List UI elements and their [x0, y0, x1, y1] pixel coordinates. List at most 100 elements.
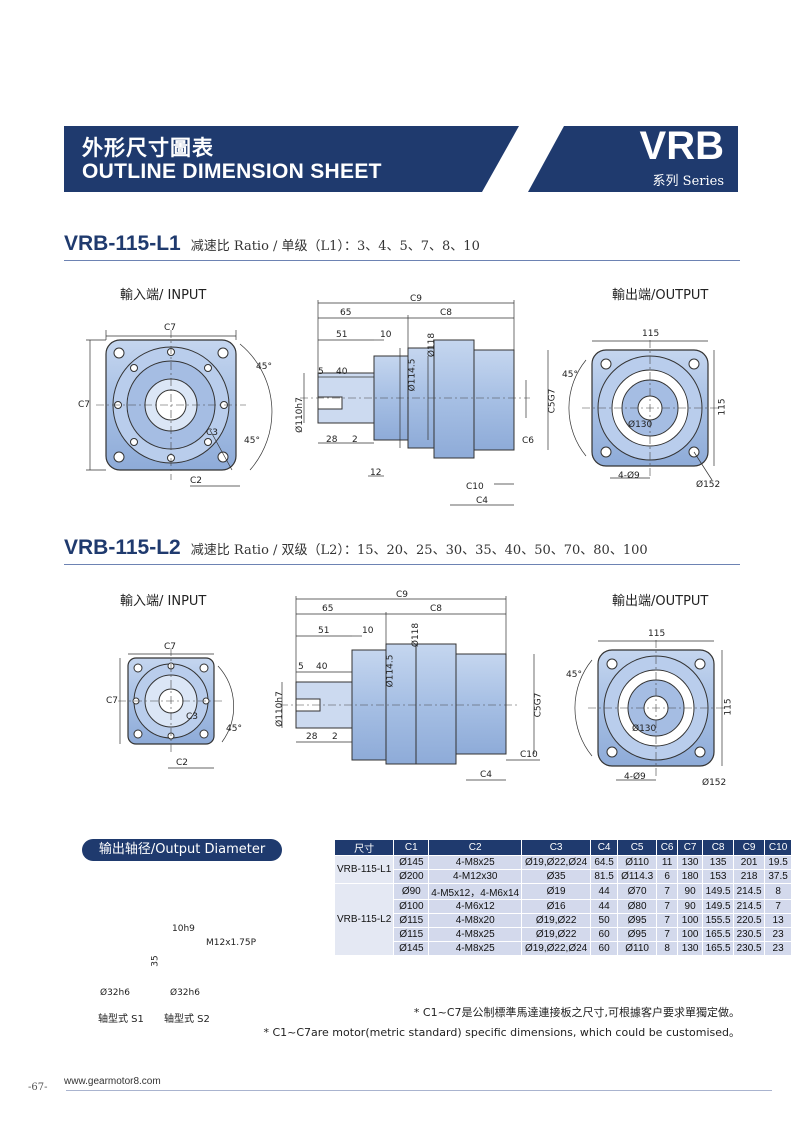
table-cell: 165.5	[702, 941, 735, 956]
footer-url[interactable]: www.gearmotor8.com	[64, 1076, 161, 1087]
l1-dim-10: 10	[380, 330, 392, 340]
l1-output-label: 輸出端/OUTPUT	[612, 288, 709, 303]
table-cell: Ø115	[393, 927, 430, 942]
l1-input-flange	[86, 330, 273, 487]
table-cell: 90	[677, 899, 704, 914]
l1-dim-c8: C8	[440, 308, 453, 318]
l1-drawings	[86, 300, 718, 506]
table-row: Ø115 4-M8x25 Ø19,Ø22 60 Ø95 7 100 165.5 …	[335, 927, 793, 942]
l2-drawings	[118, 596, 724, 781]
series-code: VRB	[639, 124, 724, 168]
table-model-cell: VRB-115-L2	[333, 883, 395, 956]
table-header: C2	[428, 839, 523, 856]
section-l2-ratio: 减速比 Ratio / 双级（L2）：15、20、25、30、35、40、50、…	[190, 543, 648, 558]
table-cell: 44	[590, 899, 619, 914]
table-cell: 8	[764, 883, 793, 900]
l2-dim-40: 40	[316, 662, 328, 672]
table-header: C10	[764, 839, 793, 856]
l1-input-label: 輸入端/ INPUT	[120, 288, 207, 303]
table-cell: 230.5	[733, 927, 766, 942]
table-cell: 4-M12x30	[428, 869, 523, 884]
l2-dim-c7-left: C7	[106, 696, 119, 706]
table-cell: Ø115	[393, 913, 430, 928]
l1-dim-c6: C6	[522, 436, 535, 446]
table-cell: 50	[590, 913, 619, 928]
l2-dim-c7-top: C7	[164, 642, 177, 652]
table-cell: Ø19,Ø22	[521, 927, 592, 942]
l1-dim-c7-left: C7	[78, 400, 91, 410]
l2-dim-c3: C3	[186, 712, 199, 722]
l1-dim-c7-top: C7	[164, 323, 177, 333]
l2-dim-c10: C10	[520, 750, 538, 760]
table-cell: 4-M8x20	[428, 913, 523, 928]
page-number: -67-	[28, 1082, 48, 1093]
table-cell: Ø80	[617, 899, 658, 914]
table-cell: 220.5	[733, 913, 766, 928]
table-header: 尺寸	[333, 839, 395, 856]
l1-dim-51: 51	[336, 330, 348, 340]
table-cell: 64.5	[590, 855, 619, 870]
table-row: Ø100 4-M6x12 Ø16 44 Ø80 7 90 149.5 214.5…	[335, 899, 793, 914]
table-cell: 44	[590, 883, 619, 900]
table-cell: 19.5	[764, 855, 793, 870]
l1-dim-c10: C10	[466, 482, 484, 492]
table-cell: Ø145	[393, 941, 430, 956]
table-cell: Ø200	[393, 869, 430, 884]
l1-dim-5deg: 45°	[256, 362, 272, 372]
table-row: VRB-115-L1 Ø145 4-M8x25 Ø19,Ø22,Ø24 64.5…	[333, 855, 793, 884]
l2-dim-45deg: 45°	[226, 724, 242, 734]
l1-dim-65: 65	[340, 308, 352, 318]
output-diameter-title: 输出轴径/Output Diameter	[82, 839, 282, 861]
table-cell: 23	[764, 941, 793, 956]
table-cell: 130	[677, 855, 704, 870]
header-banner-shape	[64, 126, 519, 192]
l1-dim-5: 5	[318, 367, 324, 377]
shaft-s2-35: 35	[150, 955, 161, 967]
table-cell: 7	[656, 883, 679, 900]
table-cell: 8	[656, 941, 679, 956]
table-header: C8	[702, 839, 735, 856]
table-model-cell: VRB-115-L1	[333, 855, 395, 884]
l2-dim-c4: C4	[480, 770, 493, 780]
footer-rule	[66, 1090, 772, 1091]
table-cell: 218	[733, 869, 766, 884]
l1-dim-40: 40	[336, 367, 348, 377]
table-cell: 4-M6x12	[428, 899, 523, 914]
l2-input-flange	[118, 648, 235, 769]
l1-dim-c3: C3	[206, 428, 219, 438]
table-row: Ø115 4-M8x20 Ø19,Ø22 50 Ø95 7 100 155.5 …	[335, 913, 793, 928]
table-cell: 201	[733, 855, 766, 870]
l2-dim-5: 5	[298, 662, 304, 672]
l1-output-flange	[568, 340, 718, 481]
table-cell: Ø19,Ø22,Ø24	[521, 855, 592, 870]
l2-dim-115-right: 115	[723, 698, 734, 716]
series-label: 系列 Series	[652, 174, 724, 189]
table-cell: Ø16	[521, 899, 592, 914]
series-badge: VRB 系列 Series	[528, 124, 738, 192]
table-cell: 165.5	[702, 927, 735, 942]
l2-dim-d1145: Ø114.5	[385, 654, 396, 688]
table-header: C6	[656, 839, 679, 856]
l2-dim-c2: C2	[176, 758, 189, 768]
table-cell: 155.5	[702, 913, 735, 928]
table-cell: 130	[677, 941, 704, 956]
table-cell: 180	[677, 869, 704, 884]
table-cell: Ø19	[521, 883, 592, 900]
table-cell: 100	[677, 927, 704, 942]
table-cell: 4-M8x25	[428, 855, 523, 870]
table-header: C1	[393, 839, 430, 856]
l1-dim-115-top: 115	[642, 329, 660, 339]
header-title-cn: 外形尺寸圖表	[82, 136, 214, 160]
shaft-s1-d32: Ø32h6	[100, 988, 130, 998]
table-cell: 7	[764, 899, 793, 914]
header-title-en: OUTLINE DIMENSION SHEET	[82, 160, 382, 183]
table-cell: 7	[656, 913, 679, 928]
l2-dim-d118: Ø118	[411, 622, 422, 648]
table-cell: 13	[764, 913, 793, 928]
table-header: C5	[617, 839, 658, 856]
table-cell: Ø110	[617, 855, 658, 870]
l2-dim-out-45: 45°	[566, 670, 582, 680]
table-cell: Ø145	[393, 855, 430, 870]
